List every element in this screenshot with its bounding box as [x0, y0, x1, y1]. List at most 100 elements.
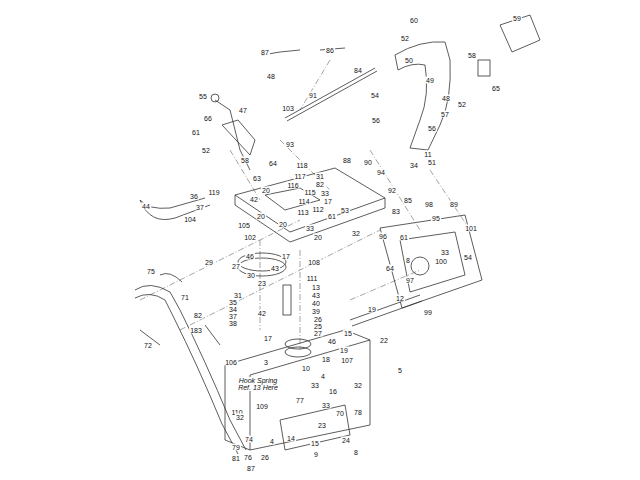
callout-number: 17: [263, 335, 273, 342]
callout-number: 114: [297, 198, 310, 205]
callout-number: 22: [379, 337, 389, 344]
callout-number: 32: [353, 382, 363, 389]
callout-number: 49: [425, 77, 435, 84]
callout-number: 32: [351, 230, 361, 237]
callout-number: 115: [303, 189, 316, 196]
callout-number: 98: [424, 201, 434, 208]
callout-number: 61: [191, 129, 201, 136]
callout-number: 105: [237, 222, 251, 229]
callout-number: 53: [340, 207, 350, 214]
callout-number: 117: [293, 173, 306, 180]
callout-number: 50: [404, 57, 414, 64]
callout-number: 59: [512, 15, 522, 22]
callout-number: 30: [246, 272, 256, 279]
callout-number: 51: [427, 159, 437, 166]
callout-number: 87: [246, 465, 256, 472]
callout-number: 64: [268, 160, 278, 167]
callout-number: 38: [228, 320, 238, 327]
callout-number: 82: [315, 181, 325, 188]
callout-number: 93: [285, 141, 295, 148]
callout-number: 61: [399, 234, 409, 241]
callout-number: 86: [325, 47, 335, 54]
callout-number: 61: [327, 213, 337, 220]
callout-number: 116: [286, 182, 299, 189]
callout-number: 8: [405, 257, 411, 264]
callout-number: 9: [313, 451, 319, 458]
callout-number: 27: [231, 263, 241, 270]
callout-number: 33: [321, 402, 331, 409]
callout-number: 19: [367, 306, 377, 313]
callout-number: 12: [395, 295, 405, 302]
callout-number: 20: [313, 234, 323, 241]
callout-number: 43: [311, 292, 321, 299]
callout-number: 57: [440, 111, 450, 118]
callout-number: 85: [403, 197, 413, 204]
callout-number: 8: [353, 449, 359, 456]
callout-number: 95: [431, 215, 441, 222]
callout-number: 20: [261, 187, 271, 194]
callout-number: 96: [378, 233, 388, 240]
callout-number: 36: [189, 193, 199, 200]
callout-number: 39: [311, 308, 321, 315]
callout-number: 75: [146, 268, 156, 275]
callout-number: 10: [301, 365, 311, 372]
callout-number: 104: [183, 216, 197, 223]
callout-number: 17: [323, 198, 333, 205]
callout-number: 101: [464, 225, 478, 232]
callout-number: 15: [310, 440, 320, 447]
callout-number: 26: [260, 454, 270, 461]
callout-number: 99: [423, 309, 433, 316]
callout-number: 37: [228, 313, 238, 320]
callout-number: 11: [423, 151, 432, 158]
callout-number: 43: [270, 265, 280, 272]
callout-number: 33: [320, 190, 330, 197]
callout-number: 19: [339, 347, 349, 354]
callout-number: 42: [249, 196, 259, 203]
callout-number: 42: [257, 310, 267, 317]
callout-number: 52: [201, 147, 211, 154]
callout-number: 15: [343, 330, 353, 337]
callout-number: 60: [409, 17, 419, 24]
callout-number: 31: [315, 173, 325, 180]
callout-number: 97: [405, 277, 415, 284]
callout-number: 34: [409, 162, 419, 169]
callout-number: 108: [307, 259, 321, 266]
callout-number: 14: [286, 435, 296, 442]
callout-number: 111: [306, 275, 319, 282]
callout-number: 83: [391, 208, 401, 215]
callout-number: 107: [340, 357, 354, 364]
callout-number: 76: [243, 454, 253, 461]
callout-number: 88: [342, 157, 352, 164]
callout-number: 81: [231, 455, 241, 462]
callout-number: 27: [313, 330, 323, 337]
callout-number: 103: [281, 105, 295, 112]
callout-number: 29: [204, 259, 214, 266]
callout-number: 54: [370, 92, 380, 99]
callout-number: 118: [295, 162, 308, 169]
callout-number: 183: [189, 327, 203, 334]
callout-number: 87: [260, 49, 270, 56]
callout-number: 20: [278, 221, 288, 228]
assembly-note: Hook Spring Ref. 13 Here: [236, 377, 280, 391]
callout-number: 82: [193, 312, 203, 319]
callout-number: 66: [203, 115, 213, 122]
callout-number: 16: [328, 388, 338, 395]
callout-number: 23: [317, 422, 327, 429]
callout-number: 33: [440, 249, 450, 256]
callout-number: 56: [371, 117, 381, 124]
callout-number: 23: [257, 280, 267, 287]
callout-number: 92: [387, 187, 397, 194]
callout-number: 79: [231, 444, 241, 451]
callout-number: 24: [341, 437, 351, 444]
callout-number: 94: [376, 169, 386, 176]
callout-number: 70: [335, 410, 345, 417]
callout-number: 78: [353, 409, 363, 416]
callout-number: 58: [240, 157, 250, 164]
callout-number: 55: [198, 93, 208, 100]
callout-number: 31: [233, 292, 243, 299]
callout-number: 33: [310, 382, 320, 389]
callout-number: 33: [305, 225, 315, 232]
callout-number: 26: [313, 316, 323, 323]
callout-number: 3: [263, 359, 269, 366]
